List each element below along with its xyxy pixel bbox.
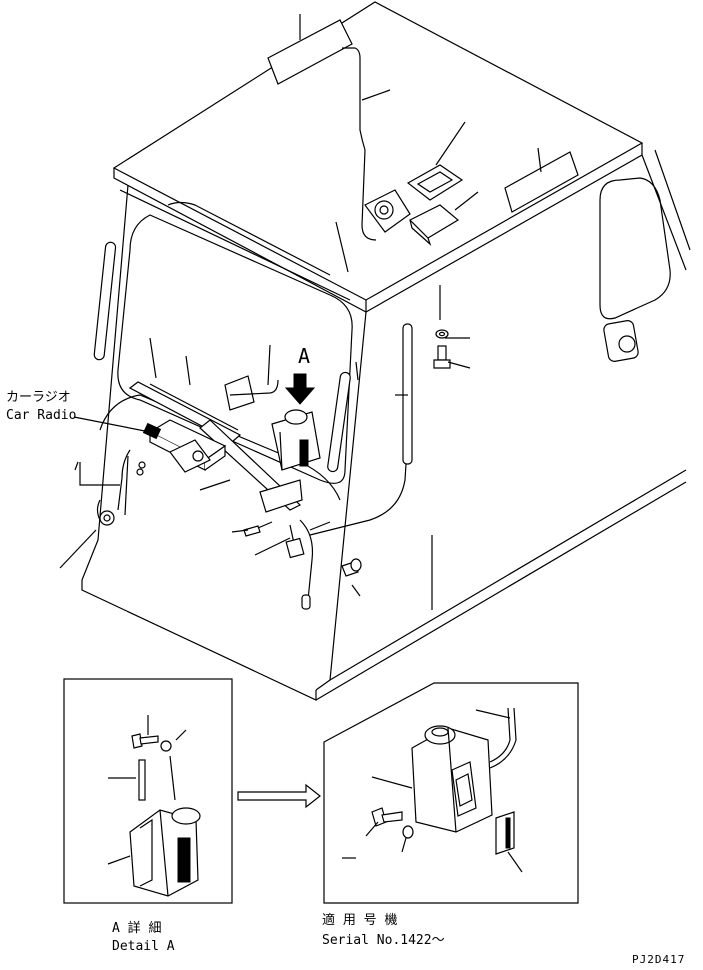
side-window-knob: [603, 320, 639, 362]
detail-washer-tank: [129, 755, 201, 897]
bolt-screw: [243, 521, 273, 537]
drawing-code: PJ2D417: [632, 953, 685, 966]
washer-tank-installed: [271, 409, 321, 471]
switch-unit: [285, 537, 311, 610]
detail-strap: [138, 759, 146, 801]
detail-washer: [160, 740, 172, 752]
roof-plate-left: [267, 14, 353, 85]
serial-washer-tank: [411, 725, 493, 833]
right-arrow-icon: [237, 783, 321, 809]
car-radio-unit: [142, 419, 227, 473]
side-washer: [435, 329, 449, 339]
operator-cab: [81, 1, 691, 701]
detail-a-label-en: Detail A: [112, 939, 175, 954]
side-bolt: [433, 345, 451, 369]
lamp-socket: [96, 499, 115, 526]
serial-label-jp: 適 用 号 機: [322, 912, 397, 928]
detail-bolt: [131, 733, 159, 749]
view-a-marker: A: [298, 344, 310, 368]
speaker-grille: [406, 164, 464, 201]
harness-clip: [136, 461, 146, 476]
serial-washer: [402, 825, 414, 839]
serial-hose: [489, 707, 517, 769]
car-radio-leader: [73, 416, 151, 433]
wiring-harness: [117, 379, 314, 601]
car-radio-label-jp: カーラジオ: [6, 390, 71, 405]
serial-bolt: [371, 807, 403, 827]
antenna-cover: [408, 204, 460, 246]
speaker-assembly: [364, 189, 411, 233]
grommet-bolt: [341, 558, 362, 577]
serial-label-en: Serial No.1422～: [322, 933, 445, 948]
car-radio-label-en: Car Radio: [6, 408, 76, 423]
leader-lines-main: [59, 89, 479, 597]
radio-antenna-wire: [342, 47, 377, 241]
serial-panel: [323, 682, 579, 904]
wiper-assembly: [128, 381, 303, 513]
roof-plate-right: [504, 147, 579, 213]
detail-a-panel: [63, 678, 233, 904]
down-arrow-icon: [284, 373, 316, 405]
detail-a-label-jp: A 詳 細: [112, 920, 161, 936]
serial-bracket: [495, 811, 515, 855]
